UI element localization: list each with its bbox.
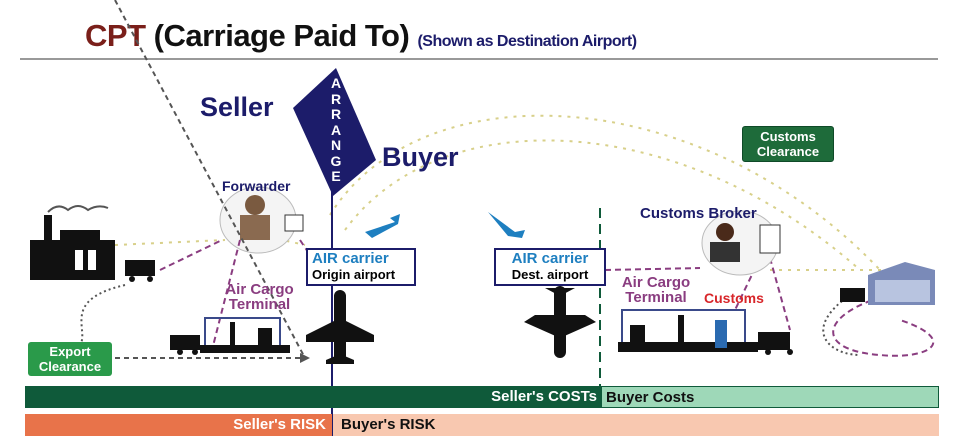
route-dots xyxy=(114,234,900,271)
warehouse-icon xyxy=(840,262,935,305)
seller-costs-bar: Seller's COSTs xyxy=(25,386,601,408)
buyer-label: Buyer xyxy=(382,142,459,172)
dest-carrier-label: AIR carrier xyxy=(511,250,589,267)
export-clearance-box: Export Clearance xyxy=(28,342,112,376)
customs-broker-label: Customs Broker xyxy=(640,205,757,222)
origin-carrier-label: AIR carrier xyxy=(312,250,389,267)
factory-icon xyxy=(30,205,155,282)
connector-lines xyxy=(159,239,935,357)
origin-plane-icon xyxy=(306,290,374,364)
seller-label: Seller xyxy=(200,92,274,122)
left-terminal-icon xyxy=(170,317,290,355)
dest-plane-icon xyxy=(524,286,596,358)
title-abbr: CPT xyxy=(85,18,146,53)
origin-carrier-box: AIR carrier Origin airport xyxy=(306,248,416,286)
title-full: (Carriage Paid To) xyxy=(153,18,410,53)
plane-takeoff-icon xyxy=(365,214,400,238)
arrange-label: ARRANGE xyxy=(330,75,342,184)
customs-label: Customs xyxy=(704,290,764,306)
buyer-risk-bar: Buyer's RISK xyxy=(333,414,939,436)
title-subtitle: (Shown as Destination Airport) xyxy=(417,33,637,50)
dest-airport-label: Dest. airport xyxy=(511,267,589,282)
origin-airport-label: Origin airport xyxy=(312,267,396,282)
arrange-diamond xyxy=(293,68,376,196)
forwarder-label: Forwarder xyxy=(222,178,291,194)
dotted-route xyxy=(79,284,861,356)
customs-clearance-box: Customs Clearance xyxy=(742,126,834,162)
route-arc-outer xyxy=(329,114,881,271)
seller-risk-bar: Seller's RISK xyxy=(25,414,332,436)
route-arc-inner xyxy=(344,139,861,271)
plane-landing-icon xyxy=(488,212,525,238)
buyer-costs-bar: Buyer Costs xyxy=(601,386,939,408)
right-terminal-label: Air Cargo Terminal xyxy=(621,274,691,306)
right-terminal-icon xyxy=(618,309,793,355)
dest-carrier-box: AIR carrier Dest. airport xyxy=(494,248,606,286)
page-title: CPT (Carriage Paid To) (Shown as Destina… xyxy=(85,18,637,54)
left-terminal-label: Air Cargo Terminal xyxy=(225,281,294,313)
